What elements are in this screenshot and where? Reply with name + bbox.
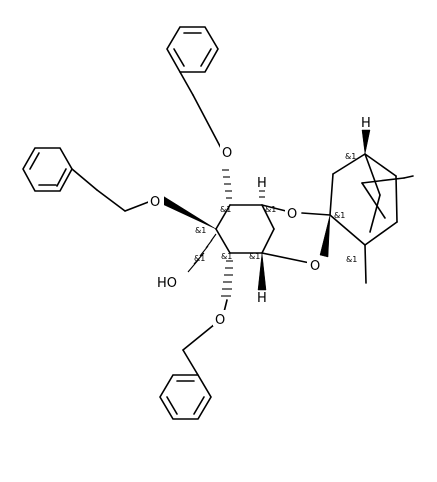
atom-o-dioxolane-top: O [287, 207, 297, 222]
bond-ch2-o-bottom [182, 323, 216, 351]
atom-o-bottom: O [215, 313, 225, 328]
atom-h-bottom: H [257, 291, 267, 306]
phenyl-ring-bottom [159, 323, 216, 420]
wedge-bond-left-o [159, 195, 217, 230]
atom-h-bridgehead: H [361, 116, 371, 131]
bond-ph-ch2-top [179, 71, 194, 96]
hashed-bond-hydroxyl [187, 233, 217, 273]
bond-ch2-left [96, 189, 126, 212]
atom-h-top: H [257, 176, 267, 191]
wedge-spiro-o [319, 214, 331, 258]
bond-ph-ch2-bottom [182, 349, 199, 376]
stereo-label-c4: &1 [194, 254, 205, 263]
stereo-label-c2: &1 [220, 205, 231, 214]
stereo-label-c6: &1 [249, 252, 260, 261]
wedge-bond-h-bottom [257, 252, 267, 291]
cyclohexane-core [159, 169, 275, 313]
atom-o-left: O [150, 195, 160, 210]
stereo-label-c1: &1 [265, 205, 276, 214]
stereo-descriptors: &1 &1 &1 &1 &1 &1 &1 &1 &1 [194, 152, 357, 264]
dioxolane-ring [261, 204, 331, 264]
hashed-bond-top-o [222, 169, 232, 199]
hashed-bond-h-top [259, 190, 265, 198]
phenyl-ring-top [166, 26, 223, 151]
stereo-label-bridgehead: &1 [345, 152, 356, 161]
bicyclic-fragment [329, 129, 414, 284]
bond-ph-ch2-left [71, 168, 98, 191]
bond-ch2-o-top [192, 94, 223, 151]
stereo-label-spiro: &1 [334, 211, 345, 220]
stereo-label-quaternary: &1 [346, 255, 357, 264]
bond-methyl-bottom [364, 244, 367, 284]
phenyl-ring-left [22, 147, 152, 212]
atom-o-dioxolane-bottom: O [310, 259, 320, 274]
atom-o-top: O [222, 146, 232, 161]
stereo-label-c5: &1 [221, 252, 232, 261]
bond-ch2-o-left [124, 200, 152, 212]
stereo-label-c3: &1 [195, 226, 206, 235]
wedge-bridgehead-h [361, 129, 371, 155]
hydroxyl-label: HO [157, 276, 177, 291]
hashed-bond-bottom-o [221, 260, 233, 297]
